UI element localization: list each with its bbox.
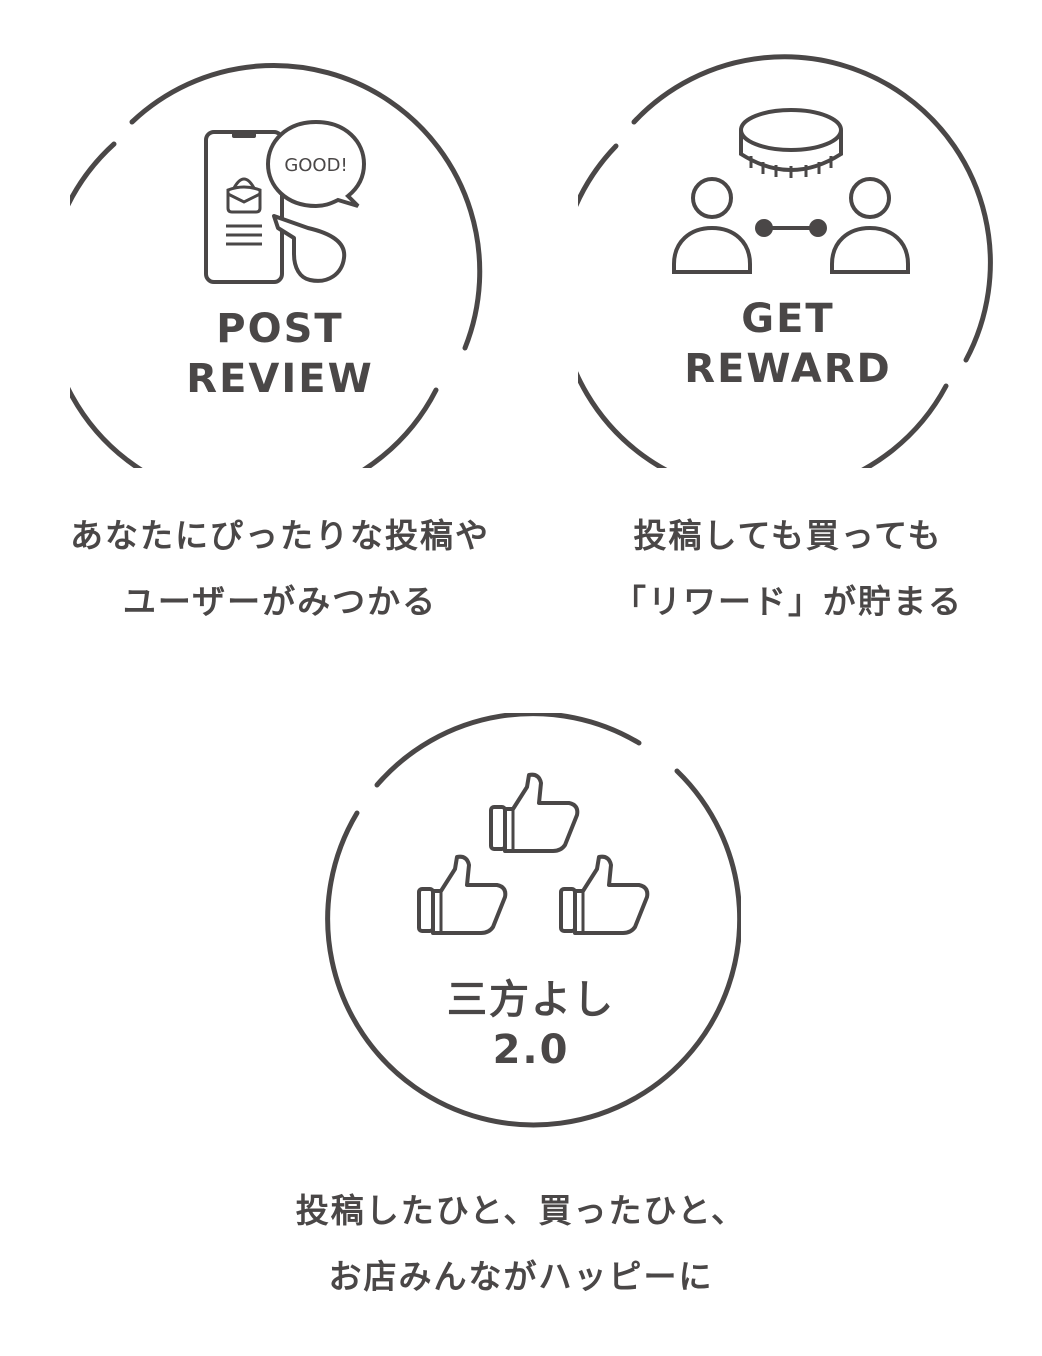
coin-and-two-users-icon [672,108,910,274]
phone-with-speech-bubble-icon: GOOD! [204,119,367,284]
caption-line: 「リワード」が貯まる [613,582,963,621]
sanpo-yoshi-caption: 投稿したひと、買ったひと、 お店みんながハッピーに [221,1178,821,1310]
badge-ring [325,713,741,1128]
post-review-badge: GOOD! POST REVIEW [70,48,490,468]
get-reward-title: GET REWARD [578,294,998,394]
caption-line: 投稿しても買っても [633,516,943,555]
badge-ring [70,62,483,468]
badge-ring [578,54,993,468]
get-reward-caption: 投稿しても買っても 「リワード」が貯まる [533,503,1042,635]
title-line: POST [216,306,344,352]
title-line: REWARD [684,346,892,392]
post-review-caption: あなたにぴったりな投稿や ユーザーがみつかる [30,503,530,635]
three-thumbs-up-icon [417,772,650,935]
bubble-text: GOOD! [284,155,347,176]
title-line: 三方よし [447,977,615,1023]
title-line: GET [741,296,835,342]
caption-line: ユーザーがみつかる [122,582,438,621]
caption-line: あなたにぴったりな投稿や [70,516,490,555]
caption-line: 投稿したひと、買ったひと、 [295,1191,747,1230]
sanpo-yoshi-badge: 三方よし 2.0 [321,713,741,1133]
sanpo-yoshi-title: 三方よし 2.0 [321,975,741,1075]
title-line: REVIEW [186,356,374,402]
title-line: 2.0 [492,1027,570,1073]
caption-line: お店みんながハッピーに [328,1257,714,1296]
post-review-title: POST REVIEW [70,304,490,404]
get-reward-badge: GET REWARD [578,48,998,468]
